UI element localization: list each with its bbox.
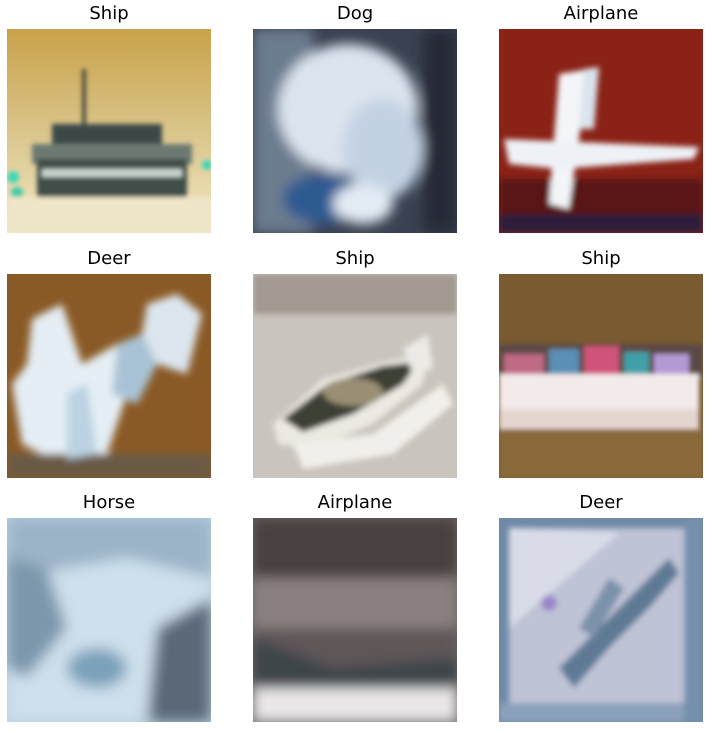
image-label: Horse	[82, 492, 136, 513]
image-label: Airplane	[563, 3, 639, 24]
ship-image	[7, 29, 211, 233]
image-label: Deer	[579, 492, 623, 513]
deer-image	[499, 518, 703, 722]
ship-image	[253, 274, 457, 478]
image-label: Ship	[335, 248, 375, 269]
image-label: Ship	[581, 248, 621, 269]
dog-image	[253, 29, 457, 233]
image-label: Airplane	[317, 492, 393, 513]
airplane-image	[253, 518, 457, 722]
ship-image	[499, 274, 703, 478]
image-label: Ship	[89, 3, 129, 24]
airplane-image	[499, 29, 703, 233]
horse-image	[7, 518, 211, 722]
image-label: Deer	[87, 248, 131, 269]
deer-image	[7, 274, 211, 478]
image-label: Dog	[336, 3, 374, 24]
